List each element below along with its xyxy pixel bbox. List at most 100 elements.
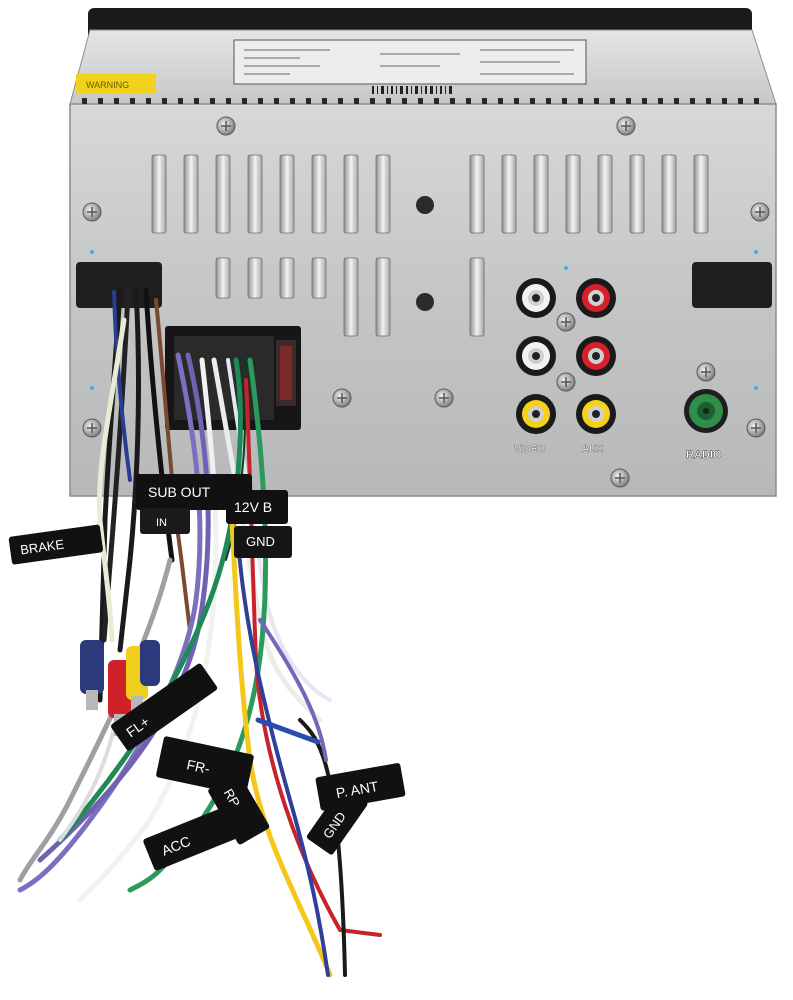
vent-slot	[533, 154, 549, 234]
edge-hole	[690, 98, 695, 104]
rca-jack-yellow-aux	[576, 394, 616, 434]
edge-hole	[578, 98, 583, 104]
screws	[82, 116, 770, 488]
vent-slot	[565, 154, 581, 234]
tag-sub-out: SUB OUT	[136, 474, 252, 510]
status-led	[754, 386, 758, 390]
top-label-print	[244, 49, 574, 75]
edge-hole	[274, 98, 279, 104]
wire-tags: BRAKE SUB OUT IN 12V B GND FL+ FR- RR-	[8, 474, 406, 871]
mount-hole	[416, 293, 434, 311]
vent-slot	[215, 154, 231, 234]
rca-jack-white-1	[516, 278, 556, 318]
vent-slot	[469, 257, 485, 337]
harness-rca-plugs	[80, 640, 160, 736]
edge-hole	[642, 98, 647, 104]
vent-slot	[343, 154, 359, 234]
radio-port-label: RADIO	[686, 449, 722, 461]
vent-slot	[375, 154, 391, 234]
edge-hole	[130, 98, 135, 104]
tag-sub-in: IN	[140, 508, 190, 534]
vent-slot	[469, 154, 485, 234]
edge-hole	[306, 98, 311, 104]
edge-hole	[546, 98, 551, 104]
vent-slot	[693, 154, 709, 234]
edge-hole	[482, 98, 487, 104]
rca-jack-white-2	[516, 336, 556, 376]
edge-hole	[498, 98, 503, 104]
svg-text:SUB OUT: SUB OUT	[148, 484, 211, 500]
tag-p-ant: P. ANT	[315, 763, 406, 811]
edge-hole	[434, 98, 439, 104]
edge-hole	[194, 98, 199, 104]
vent-slot	[311, 257, 327, 299]
right-bracket	[692, 262, 772, 308]
left-bracket	[76, 262, 162, 308]
tag-acc: ACC	[143, 803, 248, 871]
edge-hole	[178, 98, 183, 104]
edge-hole	[290, 98, 295, 104]
warning-sticker-text: WARNING	[86, 80, 129, 90]
top-edge-holes	[82, 98, 759, 104]
vent-slot	[247, 154, 263, 234]
head-unit: WARNING	[69, 8, 777, 497]
vent-slot	[343, 257, 359, 337]
vent-slot	[279, 257, 295, 299]
edge-hole	[226, 98, 231, 104]
edge-hole	[114, 98, 119, 104]
edge-hole	[402, 98, 407, 104]
edge-hole	[562, 98, 567, 104]
mount-hole	[416, 196, 434, 214]
status-led	[754, 250, 758, 254]
edge-hole	[706, 98, 711, 104]
vent-slot	[501, 154, 517, 234]
edge-hole	[338, 98, 343, 104]
edge-hole	[626, 98, 631, 104]
edge-hole	[146, 98, 151, 104]
svg-text:IN: IN	[156, 517, 167, 529]
vent-slot	[183, 154, 199, 234]
tag-fl-plus: FL+	[111, 663, 218, 751]
edge-hole	[450, 98, 455, 104]
edge-hole	[354, 98, 359, 104]
vent-slot	[247, 257, 263, 299]
edge-hole	[610, 98, 615, 104]
edge-hole	[722, 98, 727, 104]
edge-hole	[258, 98, 263, 104]
rca-jack-red-1	[576, 278, 616, 318]
edge-hole	[466, 98, 471, 104]
harness-connector	[165, 326, 301, 430]
svg-text:FR-: FR-	[185, 756, 211, 777]
vent-slot	[661, 154, 677, 234]
svg-text:P. ANT: P. ANT	[335, 778, 380, 801]
svg-text:GND: GND	[246, 534, 275, 549]
vent-slot	[215, 257, 231, 299]
warning-sticker	[76, 74, 156, 94]
vent-slots	[151, 154, 709, 337]
edge-hole	[514, 98, 519, 104]
edge-hole	[82, 98, 87, 104]
radio-antenna-jack	[684, 389, 728, 433]
vent-slot	[375, 257, 391, 337]
rca-jack-yellow-video	[516, 394, 556, 434]
tag-brake: BRAKE	[8, 524, 104, 565]
aux-port-label: AUX	[582, 444, 603, 455]
edge-hole	[674, 98, 679, 104]
edge-hole	[98, 98, 103, 104]
edge-hole	[754, 98, 759, 104]
video-port-label: VIDEO	[514, 444, 545, 455]
edge-hole	[738, 98, 743, 104]
vent-slot	[311, 154, 327, 234]
barcode	[372, 86, 452, 94]
vent-slot	[151, 154, 167, 234]
edge-hole	[210, 98, 215, 104]
edge-hole	[322, 98, 327, 104]
vent-slot	[279, 154, 295, 234]
edge-hole	[370, 98, 375, 104]
edge-hole	[594, 98, 599, 104]
tag-12v-b: 12V B	[226, 490, 288, 524]
edge-hole	[386, 98, 391, 104]
tag-gnd-top: GND	[234, 526, 292, 558]
rca-jack-red-2	[576, 336, 616, 376]
